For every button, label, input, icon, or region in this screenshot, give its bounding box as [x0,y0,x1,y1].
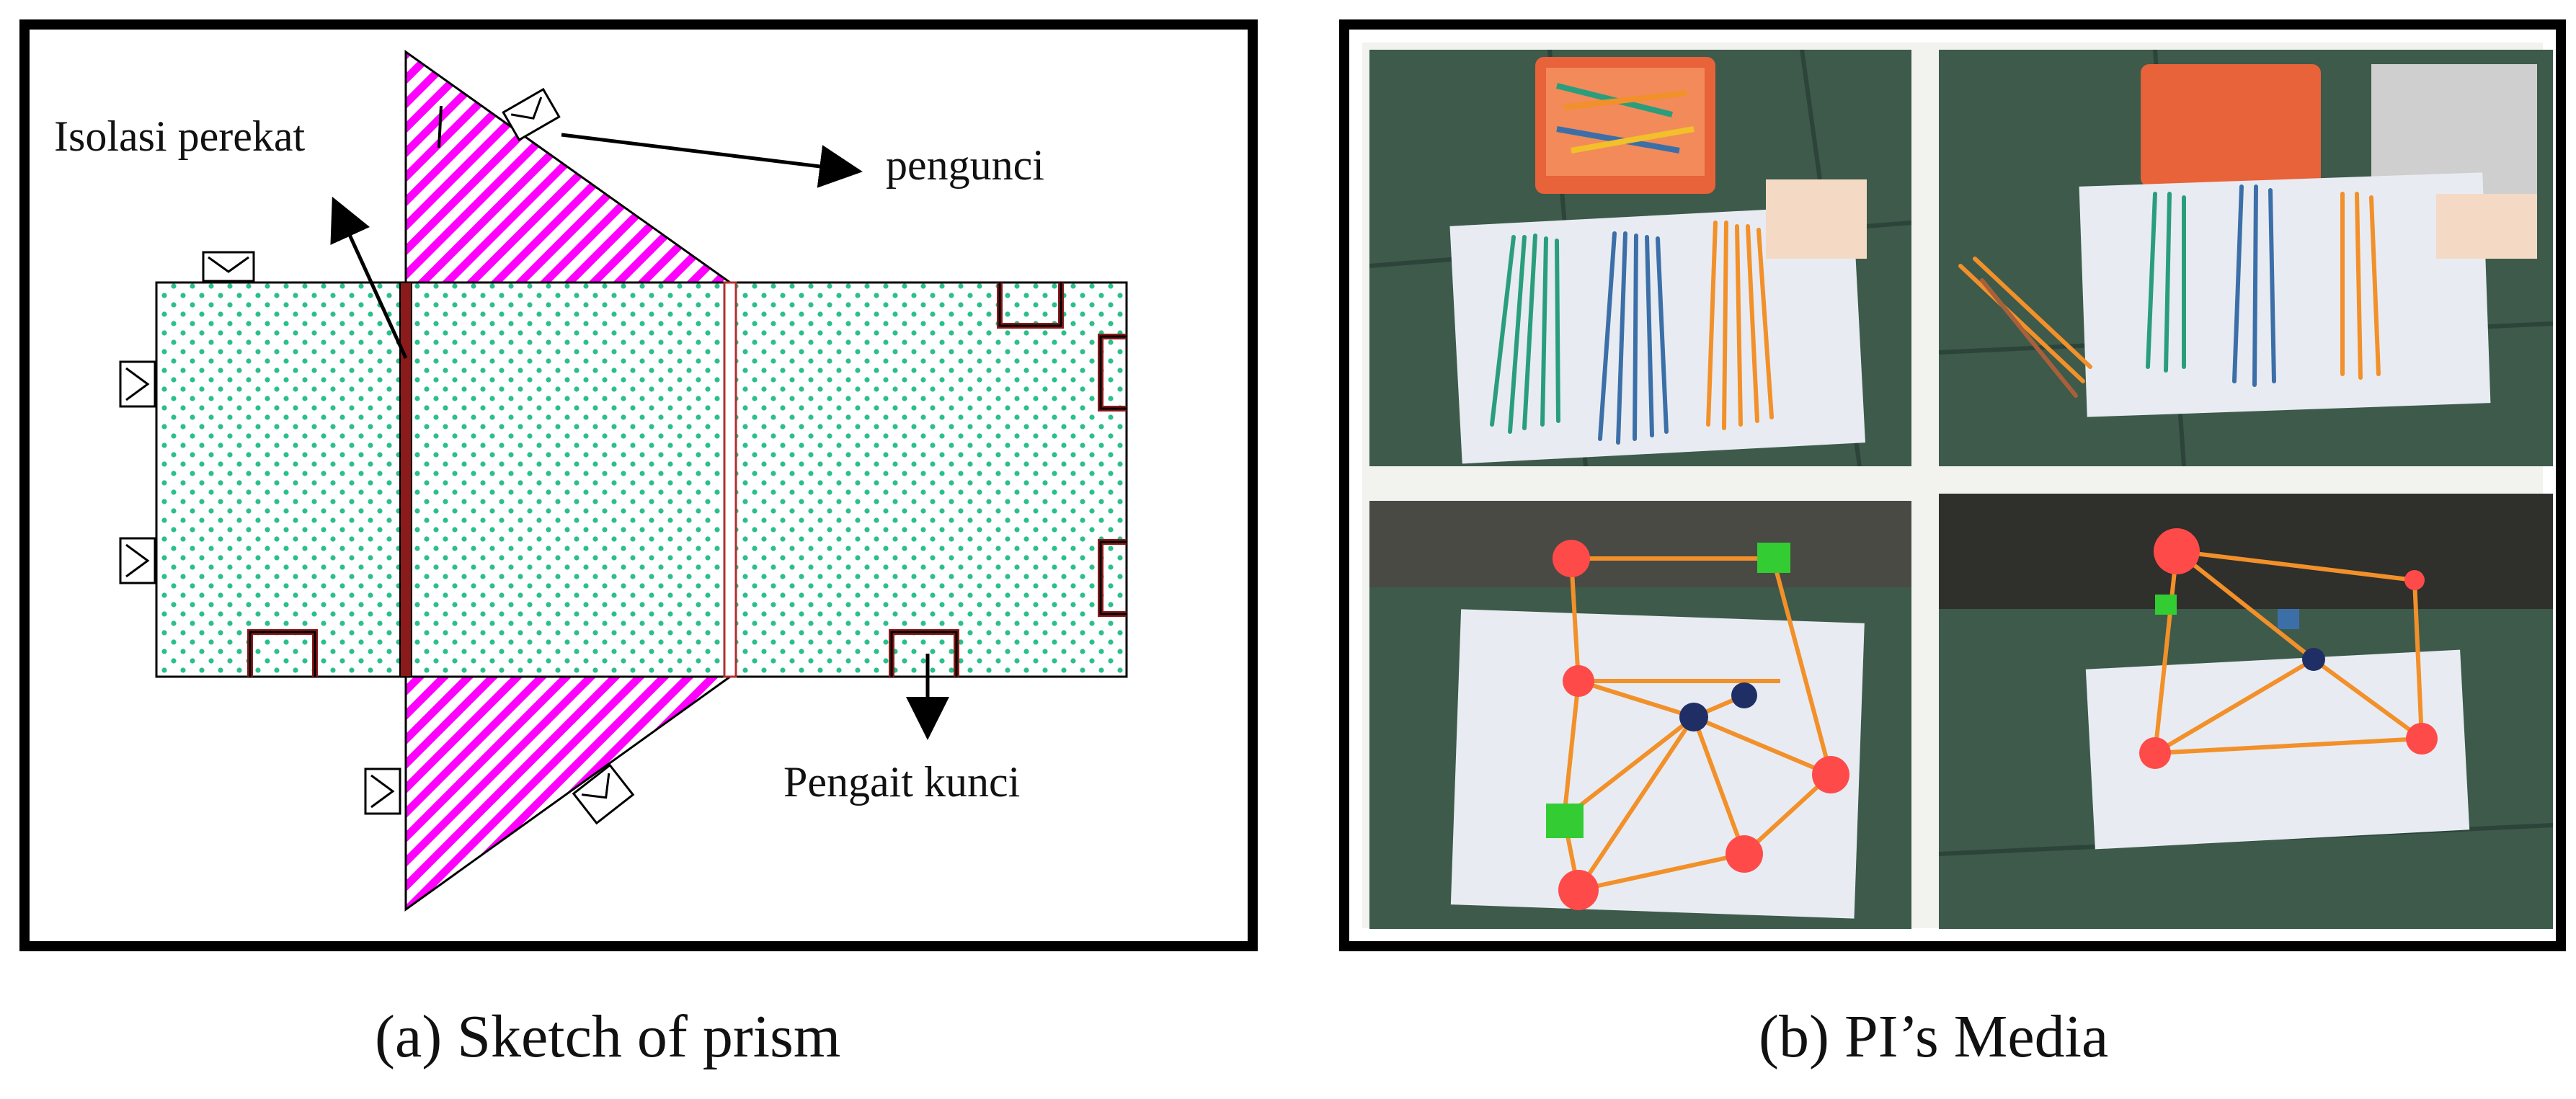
photo-sticks-tray [1369,50,1911,466]
caption-sketch-of-prism: (a) Sketch of prism [375,1003,841,1070]
middle-face [404,281,732,678]
label-pengunci: pengunci [886,141,1044,189]
label-pengait-kunci: Pengait kunci [783,758,1020,806]
prism-sketch-panel: Isolasi perekat pengunci Pengait kunci [19,19,1258,951]
pi-media-panel [1339,19,2566,951]
left-face [155,281,407,678]
photo-prism-built [1939,494,2553,929]
bottom-triangle-face [404,675,734,912]
arrow-isolasi [330,196,408,360]
top-triangle-face [404,50,734,284]
photo-sticks-pieces [1939,50,2553,466]
right-face [729,281,1128,678]
fold-strip [723,281,737,678]
photo-board [1362,43,2553,929]
prism-net-diagram: Isolasi perekat pengunci Pengait kunci [54,50,1128,912]
adhesive-strip [399,282,412,677]
label-isolasi-perekat: Isolasi perekat [54,112,306,160]
lock-tab [119,87,635,825]
arrow-pengunci [561,133,863,188]
photo-net-assembled [1369,501,1911,929]
caption-pi-media: (b) PI’s Media [1759,1003,2109,1070]
